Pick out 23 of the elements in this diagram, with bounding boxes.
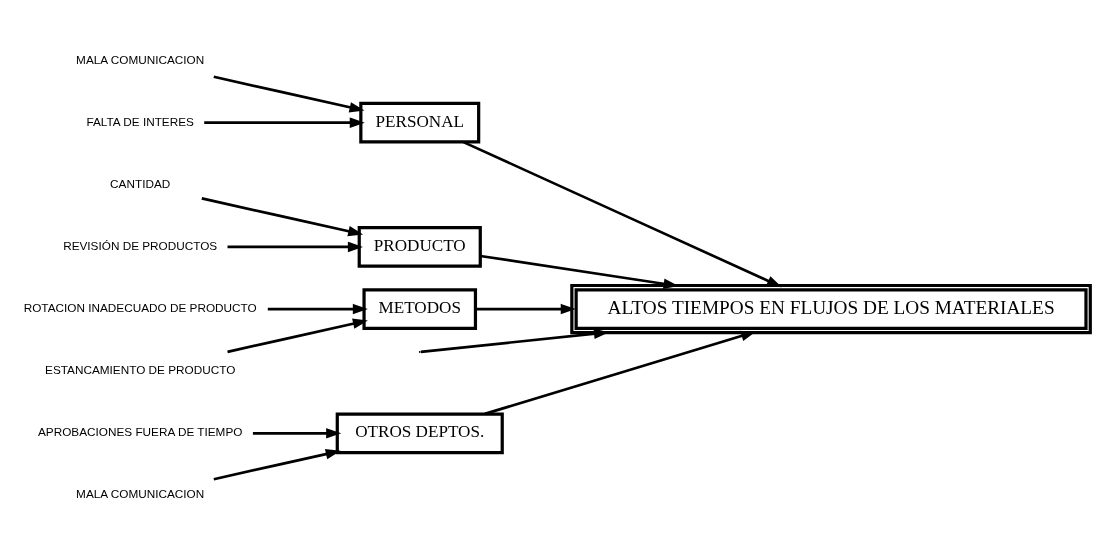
node-text: FALTA DE INTERES [86, 114, 194, 128]
arrow [227, 318, 368, 353]
node-text: APROBACIONES FUERA DE TIEMPO [37, 424, 243, 438]
arrow [462, 140, 782, 287]
arrow [213, 75, 365, 112]
node-text: MALA COMUNICACION [76, 486, 205, 500]
node-box: PERSONAL [359, 101, 481, 144]
arrow [201, 196, 364, 236]
arrow [227, 241, 363, 252]
node-box: OTROS DEPTOS. [335, 411, 504, 454]
arrow [267, 303, 368, 314]
node-text: ROTACION INADECUADO DE PRODUCTO [23, 300, 257, 314]
node-box: METODOS [362, 287, 478, 330]
arrow [213, 448, 341, 480]
node-text: MALA COMUNICACION [76, 52, 205, 66]
node-text: REVISIÓN DE PRODUCTOS [63, 238, 218, 252]
node-box: ALTOS TIEMPOS EN FLUJOS DE LOS MATERIALES [570, 283, 1092, 334]
arrow [204, 116, 365, 128]
node-text: CANTIDAD [110, 176, 171, 190]
node-text: ESTANCAMIENTO DE PRODUCTO [45, 362, 236, 376]
node-box: PRODUCTO [357, 225, 482, 268]
arrow [475, 303, 576, 314]
arrow [252, 427, 342, 439]
